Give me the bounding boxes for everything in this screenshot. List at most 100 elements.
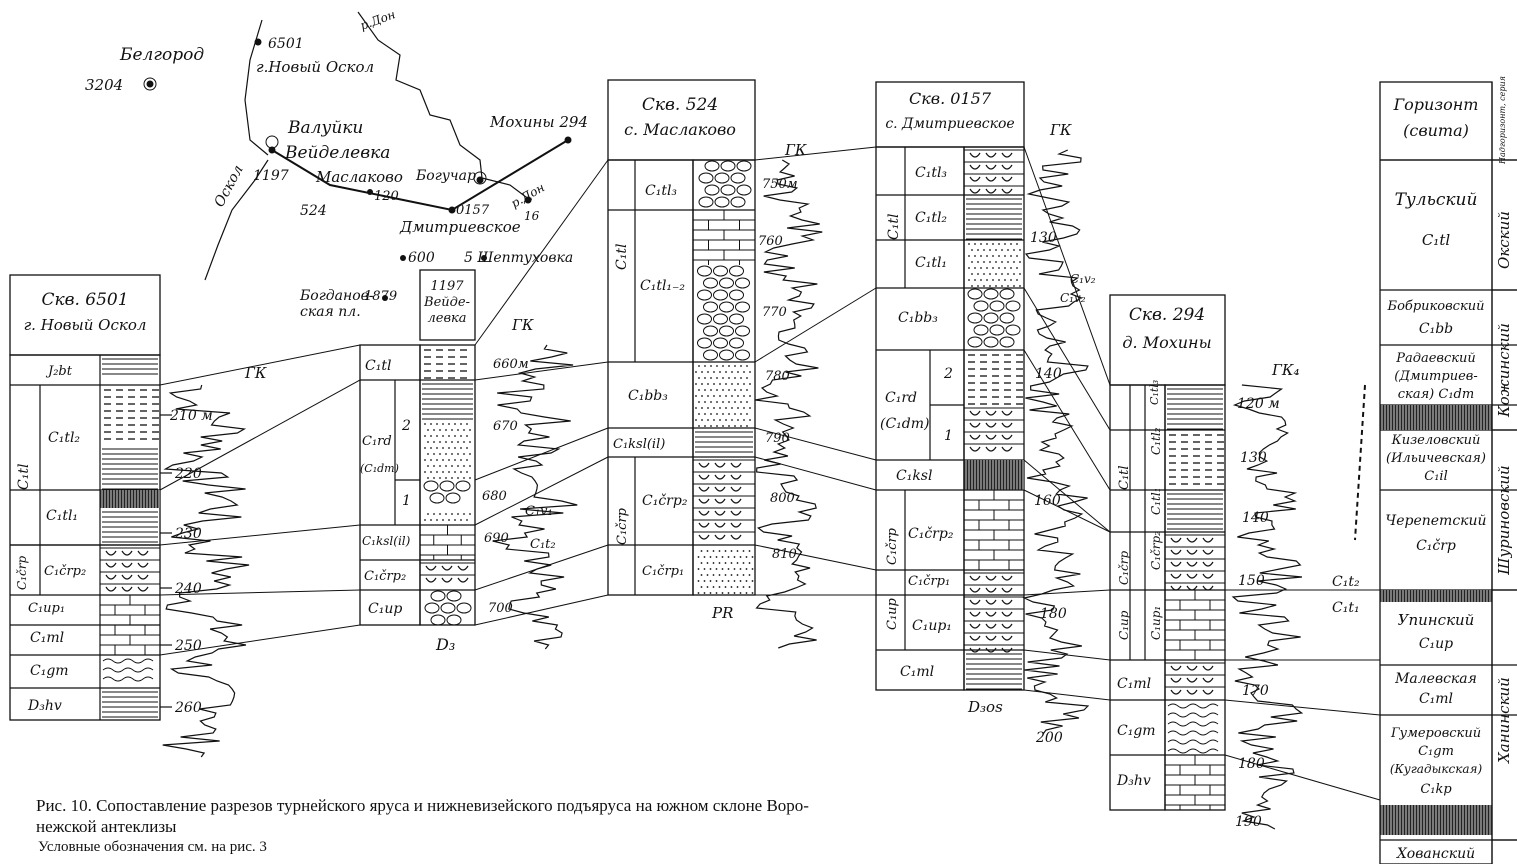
lith-mark [734, 365, 736, 367]
well-524-unit: C₁bb₃ [628, 388, 668, 404]
well-294-subtitle: д. Мохины [1122, 333, 1211, 352]
correlation-line [755, 288, 876, 362]
map-label-3204: 3204 [85, 76, 123, 94]
lith-mark [752, 592, 754, 594]
lith-mark [725, 419, 727, 421]
lith-mark [716, 592, 718, 594]
caption-line-2: нежской антеклизы [36, 816, 1116, 837]
lith-mark [699, 499, 709, 503]
lith-mark [970, 411, 980, 415]
lith-mark [698, 568, 700, 570]
lith-mark [983, 261, 985, 263]
lith-mark [715, 535, 725, 539]
horizon-label: Кизеловский [1391, 433, 1481, 448]
lith-mark [725, 383, 727, 385]
lith-mark [466, 435, 468, 437]
well-1197-depth: 670 [493, 419, 518, 434]
lith-mark [445, 513, 447, 515]
lith-mark [1171, 538, 1181, 542]
lith-mark [698, 377, 700, 379]
lith-mark [1001, 261, 1003, 263]
lith-mark [439, 429, 441, 431]
lith-mark [740, 568, 742, 570]
well-294-ext: C₁t₁ [1332, 600, 1360, 616]
lith-mark [442, 459, 444, 461]
lith-mark [971, 249, 973, 251]
well-6501-unit: C₁tl₂ [48, 430, 80, 446]
lith-mark [737, 562, 739, 564]
well-0157-unit: C₁tl₁ [915, 255, 947, 271]
lith-mark [704, 326, 718, 336]
lith-mark [734, 413, 736, 415]
lith-mark [436, 519, 438, 521]
lith-mark [986, 177, 996, 181]
lith-mark [424, 423, 426, 425]
lith-mark [1168, 722, 1218, 726]
lith-mark [1002, 576, 1012, 580]
lith-mark [992, 279, 994, 281]
lithology-pattern [420, 525, 475, 560]
well-0157-base: D₃os [967, 698, 1003, 716]
lith-mark [986, 447, 996, 451]
horizon-index: C₁up [1419, 636, 1453, 652]
lith-mark [986, 636, 996, 640]
well-0157-sub: 1 [944, 428, 953, 444]
lith-mark [424, 519, 426, 521]
lith-mark [719, 419, 721, 421]
lith-mark [964, 460, 1024, 490]
well-dot [449, 207, 456, 214]
lith-mark [457, 441, 459, 443]
lith-mark [1019, 285, 1021, 287]
lith-mark [984, 337, 998, 347]
lith-mark [1001, 273, 1003, 275]
correlation-line [1024, 147, 1110, 385]
lith-mark [469, 453, 471, 455]
lith-mark [707, 419, 709, 421]
lith-mark [986, 279, 988, 281]
lith-mark [451, 465, 453, 467]
lithology-pattern [102, 692, 158, 717]
lith-mark [704, 592, 706, 594]
lith-mark [743, 371, 745, 373]
lith-mark [433, 465, 435, 467]
lith-mark [1171, 574, 1181, 578]
series-label: Шуриновский [1495, 465, 1513, 575]
lith-mark [749, 407, 751, 409]
well-dot [400, 255, 406, 261]
lith-mark [734, 592, 736, 594]
lith-mark [460, 447, 462, 449]
lith-mark [731, 511, 741, 515]
lith-mark [740, 556, 742, 558]
well-6501-group: C₁tl [16, 464, 32, 490]
well-524-column [693, 160, 755, 595]
lith-mark [716, 568, 718, 570]
lith-mark [998, 255, 1000, 257]
lith-mark [439, 465, 441, 467]
lith-mark [439, 477, 441, 479]
lithology-pattern [422, 384, 473, 419]
lith-mark [707, 586, 709, 588]
lithology-pattern [693, 210, 755, 265]
well-0157-unit: C₁up₁ [912, 618, 952, 634]
map-label-maslakovo: Маслаково [315, 168, 403, 186]
well-294-unit: C₁up₁ [1149, 606, 1163, 640]
lith-mark [968, 289, 982, 299]
lith-mark [457, 429, 459, 431]
well-6501-header [10, 275, 160, 355]
well-294-unit: C₁gm [1117, 723, 1156, 739]
well-294-unit: C₁ml [1117, 676, 1151, 692]
lith-mark [728, 425, 730, 427]
lith-mark [725, 574, 727, 576]
lith-mark [106, 551, 116, 555]
lith-mark [1007, 273, 1009, 275]
lith-mark [986, 189, 996, 193]
lith-mark [466, 447, 468, 449]
lith-mark [710, 413, 712, 415]
lith-mark [1016, 243, 1018, 245]
correlation-line [1225, 755, 1380, 800]
lith-mark [1019, 261, 1021, 263]
well-6501-subtitle: г. Новый Оскол [24, 316, 147, 334]
lith-mark [736, 278, 750, 288]
lith-mark [749, 371, 751, 373]
